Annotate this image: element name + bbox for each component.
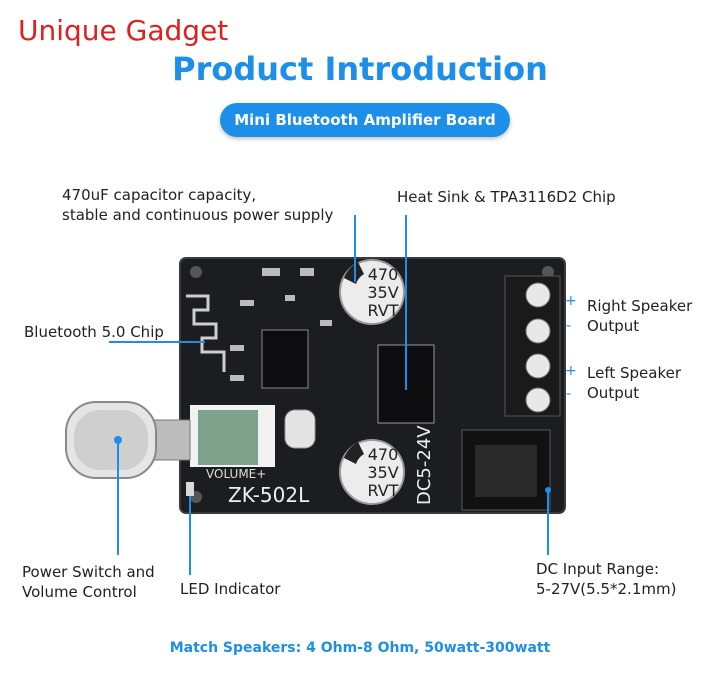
mounting-hole [190,266,202,278]
right-speaker-line2: Output [587,317,640,335]
mounting-hole [542,266,554,278]
right-plus: + [565,293,577,309]
dc-callout: DC Input Range: 5-27V(5.5*2.1mm) [536,559,676,599]
dc-line1: DC Input Range: [536,560,659,578]
left-plus: + [565,363,577,379]
voltage-label: DC5-24V [414,425,435,505]
cap-top-line2: 35V [367,283,398,302]
dc-line2: 5-27V(5.5*2.1mm) [536,580,677,598]
power-callout: Power Switch and Volume Control [22,562,155,602]
cap-top-line3: RVT [368,301,399,320]
capacitor-callout: 470uF capacitor capacity, stable and con… [62,185,333,225]
right-speaker-callout: Right Speaker Output [587,296,692,336]
terminal-screw [525,282,551,308]
smd-component [230,345,244,351]
page-title: Product Introduction [172,50,548,88]
smd-component [230,375,244,381]
left-speaker-line2: Output [587,384,640,402]
cap-bottom-line1: 470 [368,445,399,464]
potentiometer-display [198,410,258,465]
ic-chip [261,329,309,389]
smd-component [285,295,295,301]
power-line2: Volume Control [22,583,137,601]
capacitor-callout-line1: 470uF capacitor capacity, [62,186,257,204]
subtitle-pill: Mini Bluetooth Amplifier Board [220,103,510,137]
terminal-screw [525,318,551,344]
right-speaker-line1: Right Speaker [587,297,693,315]
model-label: ZK-502L [228,483,310,507]
brand-watermark: Unique Gadget [18,14,229,47]
bluetooth-antenna [186,294,226,372]
smd-component [262,268,280,276]
crystal [284,409,316,449]
bluetooth-callout: Bluetooth 5.0 Chip [24,323,164,341]
left-minus: - [566,386,571,402]
capacitor-callout-line2: stable and continuous power supply [62,206,334,224]
smd-component [320,320,332,326]
power-line1: Power Switch and [22,563,155,581]
terminal-screw [525,387,551,413]
smd-component [300,268,314,276]
volume-label: VOLUME+ [206,467,266,481]
cap-bottom-line3: RVT [368,481,399,500]
cap-bottom-line2: 35V [367,463,398,482]
speaker-match-note: Match Speakers: 4 Ohm-8 Ohm, 50watt-300w… [169,640,551,656]
heatsink-callout: Heat Sink & TPA3116D2 Chip [397,188,616,206]
led-callout: LED Indicator [180,580,281,598]
cap-top-line1: 470 [368,265,399,284]
left-speaker-line1: Left Speaker [587,364,681,382]
terminal-screw [525,353,551,379]
led [186,482,194,496]
smd-component [240,300,254,306]
left-speaker-callout: Left Speaker Output [587,363,681,403]
right-minus: - [566,318,571,334]
